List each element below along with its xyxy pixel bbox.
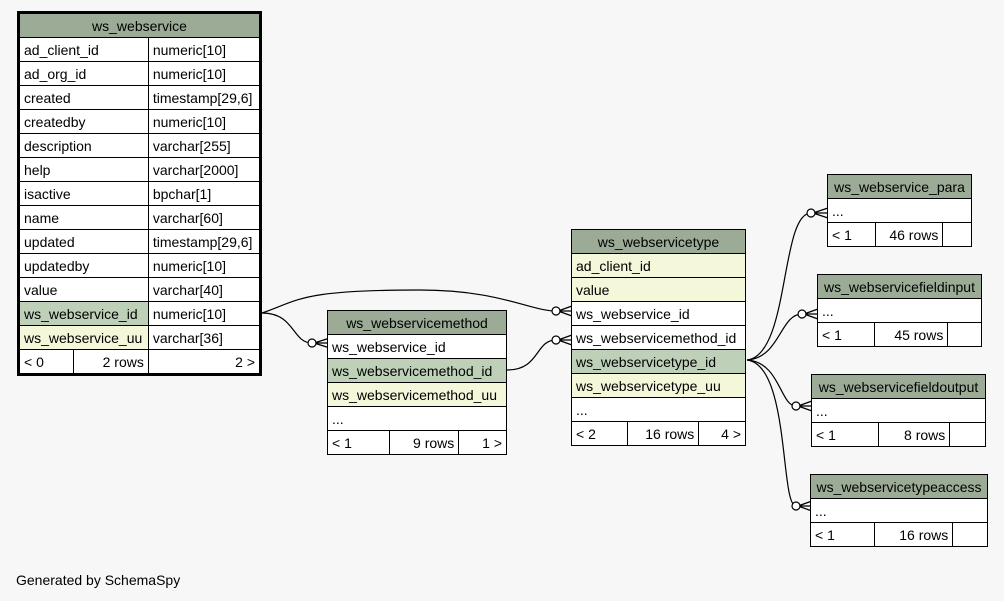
row-count: 2 rows: [102, 353, 144, 370]
table-title: ws_webservicetypeaccess: [810, 474, 988, 499]
table-row: value: [571, 277, 746, 302]
parents-count: < 1: [811, 422, 879, 447]
row-count: 8 rows: [877, 422, 951, 447]
table-row: ...: [817, 298, 982, 323]
row-count: 16 rows: [873, 522, 954, 547]
table-row: ...: [327, 406, 507, 431]
table-title: ws_webservice: [18, 12, 261, 38]
table-row: ad_client_id: [571, 253, 746, 278]
table-row: ws_webservicetype_uu: [571, 373, 746, 398]
edge-type-to-para: [746, 212, 812, 361]
row-count: 45 rows: [873, 322, 949, 347]
table-title: ws_webservicetype: [571, 229, 746, 254]
table-row: ws_webservice_id: [327, 334, 507, 359]
edge-method-to-type: [506, 339, 557, 371]
generated-by-label: Generated by SchemaSpy: [16, 572, 181, 588]
edge-webservice-to-method: [261, 312, 313, 344]
table-row: ...: [827, 198, 972, 223]
table-row-primary-key: ws_webservicetype_id: [571, 349, 746, 374]
row-count: 9 rows: [388, 430, 460, 455]
edge-type-to-typeaccess: [746, 359, 797, 507]
parents-count: < 2: [571, 421, 628, 446]
parents-count: < 1: [827, 222, 876, 247]
edge-type-to-fieldoutput: [746, 359, 797, 407]
parents-count: < 1: [810, 522, 875, 547]
children-count: 2 >: [147, 349, 262, 375]
table-title: ws_webservicefieldinput: [817, 274, 982, 299]
table-row-primary-key: ws_webservicemethod_id: [327, 358, 507, 383]
table-row: ...: [571, 397, 746, 422]
table-row: ...: [811, 398, 986, 423]
table-title: ws_webservice_para: [827, 174, 972, 199]
children-count: 1 >: [458, 430, 507, 455]
row-count: 16 rows: [626, 421, 700, 446]
table-ws-webservicetype[interactable]: ws_webservicetype ad_client_id value ws_…: [571, 229, 746, 446]
edge-webservice-to-type: [261, 289, 557, 314]
table-ws-webservicemethod[interactable]: ws_webservicemethod ws_webservice_id ws_…: [327, 310, 507, 455]
table-title: ws_webservicefieldoutput: [811, 374, 986, 399]
table-row: ...: [810, 498, 988, 523]
table-row: ws_webservice_id: [571, 301, 746, 326]
row-count: 46 rows: [874, 222, 944, 247]
edge-type-to-fieldinput: [746, 313, 803, 361]
parents-count: < 0: [20, 350, 74, 373]
table-row: ws_webservicemethod_id: [571, 325, 746, 350]
children-count: 4 >: [698, 421, 746, 446]
table-title: ws_webservicemethod: [327, 310, 507, 335]
parents-count: < 1: [817, 322, 875, 347]
parents-count: < 1: [327, 430, 390, 455]
table-row: ws_webservicemethod_uu: [327, 382, 507, 407]
